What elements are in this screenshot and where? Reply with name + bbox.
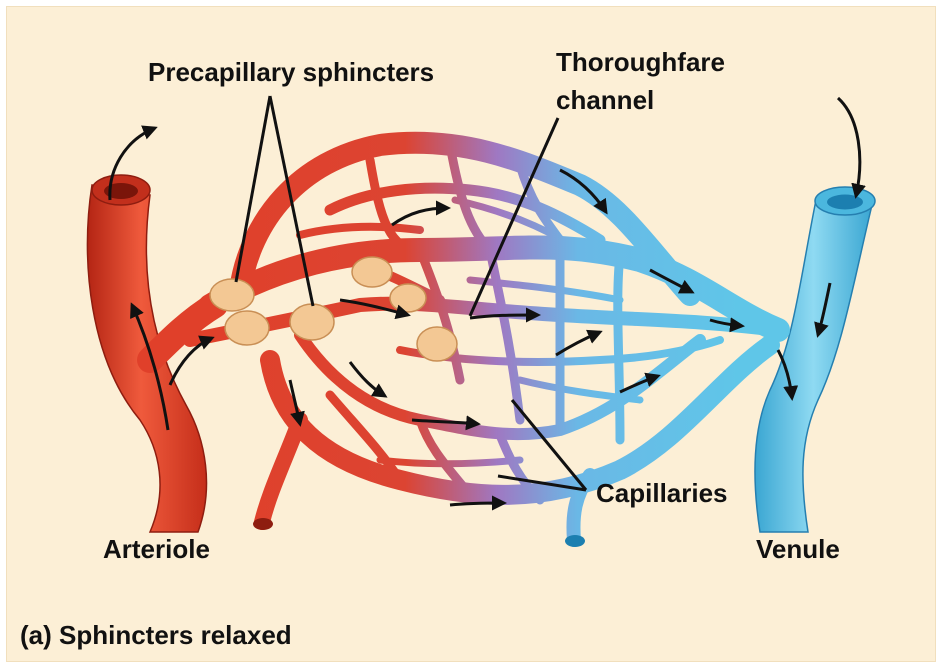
label-thoroughfare: Thoroughfare <box>556 47 725 77</box>
sphincter <box>352 257 392 287</box>
sphincter <box>225 311 269 345</box>
label-channel: channel <box>556 85 654 115</box>
sphincter <box>390 284 426 312</box>
arterial-outlet-end <box>253 518 273 530</box>
arrow-icon <box>392 208 448 225</box>
label-precapillary-sphincters: Precapillary sphincters <box>148 57 434 87</box>
arrow-icon <box>838 98 860 196</box>
label-venule: Venule <box>756 534 840 564</box>
sphincter <box>210 279 254 311</box>
sphincter <box>417 327 457 361</box>
label-capillaries: Capillaries <box>596 478 728 508</box>
venous-outlet-end <box>565 535 585 547</box>
label-arteriole: Arteriole <box>103 534 210 564</box>
figure-caption: (a) Sphincters relaxed <box>20 620 292 650</box>
sphincter <box>290 304 334 340</box>
venule-vessel <box>755 187 875 532</box>
